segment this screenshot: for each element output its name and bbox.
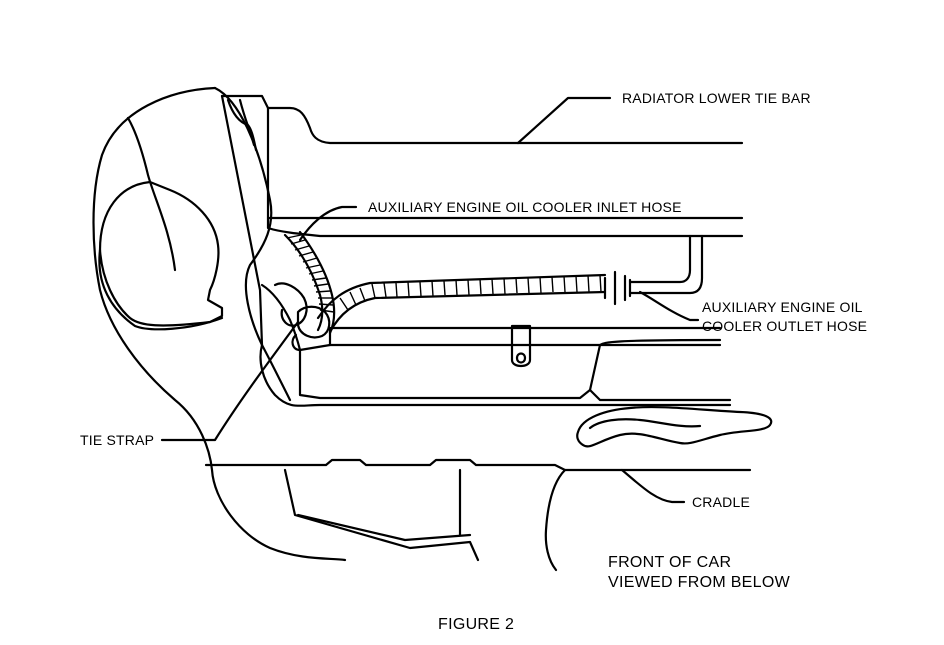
cooler-clip	[510, 324, 532, 368]
tie-strap-clamp	[273, 282, 331, 352]
car-underbody-outline	[92, 86, 773, 572]
body-inner-edge	[220, 94, 264, 347]
outlet-hose-drawing	[316, 273, 607, 334]
tie-bar-upper	[220, 94, 744, 145]
outlet-pipe	[628, 234, 704, 295]
leader-cradle	[620, 468, 686, 504]
cradle-bracket-inner	[588, 418, 702, 430]
cradle-rail-inner	[296, 513, 472, 542]
label-tie-strap: TIE STRAP	[80, 432, 155, 448]
cradle-bracket	[576, 405, 773, 448]
label-outlet-hose-line1: AUXILIARY ENGINE OIL	[702, 299, 863, 315]
caption-figure-number: FIGURE 2	[438, 616, 515, 633]
tie-bar-bracket	[238, 98, 256, 147]
inlet-hose-outline-b	[298, 230, 336, 335]
caption-viewed-from-below: VIEWED FROM BELOW	[608, 574, 790, 591]
wheel-well-inner	[98, 180, 224, 327]
leader-outlet-hose	[638, 290, 700, 322]
label-outlet-hose-line2: COOLER OUTLET HOSE	[702, 318, 868, 334]
outlet-fitting	[603, 270, 632, 306]
label-radiator-lower-tie-bar: RADIATOR LOWER TIE BAR	[622, 90, 811, 106]
caption-front-of-car: FRONT OF CAR	[608, 554, 732, 571]
outlet-pipe-2	[628, 234, 692, 284]
leader-radiator-tie-bar	[516, 96, 612, 145]
inlet-hose-drawing	[283, 230, 336, 335]
leader-inlet-hose	[298, 205, 358, 242]
cooler-clip-hole	[515, 352, 527, 364]
tie-bar-lower-face	[266, 216, 744, 238]
cooler-mount-line	[328, 326, 722, 347]
wheel-tire-contour	[126, 116, 177, 272]
wheel-well-lip	[98, 248, 224, 331]
inlet-hose-ribs	[286, 234, 335, 313]
outlet-hose-outline-a	[316, 273, 607, 320]
label-cradle: CRADLE	[692, 494, 750, 510]
cradle-leg	[544, 468, 567, 572]
leader-tie-strap	[160, 320, 300, 442]
cooler-box-top	[298, 338, 722, 352]
cradle-lower-rail	[283, 468, 480, 562]
cooler-box-front	[588, 388, 732, 402]
cradle-upper-edge	[204, 458, 752, 472]
cooler-box-outline	[298, 343, 722, 400]
outlet-hose-outline-b	[328, 290, 607, 334]
lower-body-panel	[259, 343, 732, 407]
outlet-hose-ribs	[339, 274, 602, 311]
leader-lines	[160, 96, 700, 504]
cooler-box-rear	[260, 283, 302, 352]
label-inlet-hose: AUXILIARY ENGINE OIL COOLER INLET HOSE	[368, 199, 682, 215]
inlet-hose-outline-a	[283, 233, 324, 332]
wheel-well-outer	[92, 86, 347, 562]
